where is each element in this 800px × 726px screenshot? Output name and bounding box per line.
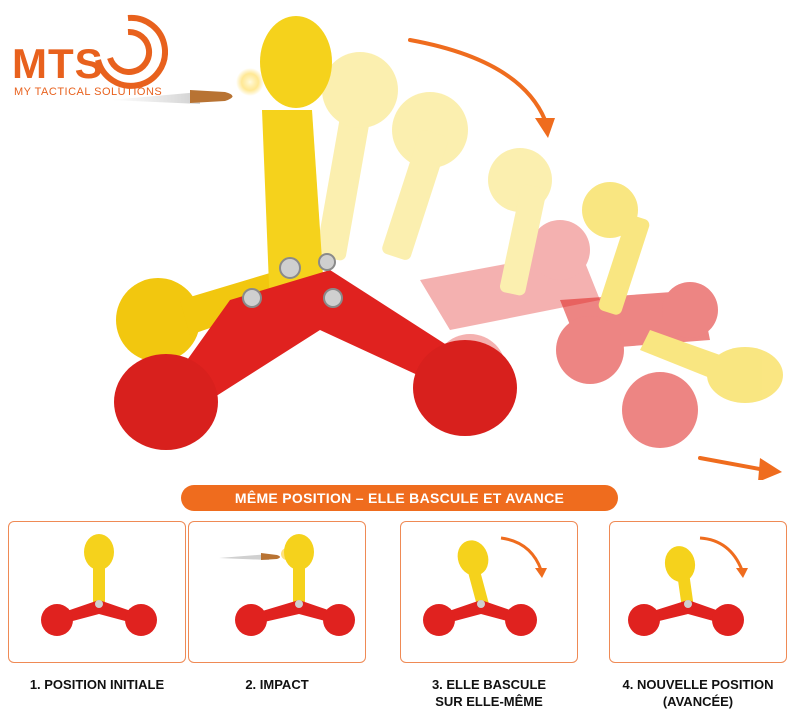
headline-banner: MÊME POSITION – ELLE BASCULE ET AVANCE bbox=[181, 485, 618, 511]
step-label-4-line1: 4. NOUVELLE POSITION bbox=[622, 677, 774, 692]
step-4-target bbox=[628, 536, 748, 636]
step-label-3: 3. ELLE BASCULE SUR ELLE-MÊME bbox=[389, 676, 589, 710]
step-3-target bbox=[423, 536, 547, 636]
curved-arrow-icon bbox=[408, 38, 767, 472]
step-card-2 bbox=[188, 521, 366, 663]
hero-illustration bbox=[110, 16, 783, 480]
ghost-target-3 bbox=[556, 182, 783, 448]
arrow-head-top bbox=[535, 118, 555, 138]
step-label-4: 4. NOUVELLE POSITION (AVANCÉE) bbox=[598, 676, 798, 710]
step-label-4-line2: (AVANCÉE) bbox=[662, 694, 734, 709]
step-label-2-line1: 2. IMPACT bbox=[245, 677, 309, 692]
bullet-icon bbox=[110, 68, 264, 104]
step-label-2: 2. IMPACT bbox=[177, 676, 377, 693]
step-label-3-line2: SUR ELLE-MÊME bbox=[435, 694, 543, 709]
step-label-1: 1. POSITION INITIALE bbox=[0, 676, 197, 693]
logo-tagline: MY TACTICAL SOLUTIONS bbox=[14, 86, 163, 98]
target-icon bbox=[95, 14, 168, 89]
step-card-1 bbox=[8, 521, 186, 663]
step-1-target bbox=[41, 534, 157, 636]
logo-wordmark: MTS bbox=[12, 40, 104, 87]
step-card-3 bbox=[400, 521, 578, 663]
arrow-head-bottom bbox=[758, 458, 782, 480]
step-2-target bbox=[219, 534, 355, 636]
brand-logo: MTS MY TACTICAL SOLUTIONS bbox=[12, 10, 182, 100]
main-target bbox=[114, 16, 517, 450]
step-card-4 bbox=[609, 521, 787, 663]
step-label-1-line1: 1. POSITION INITIALE bbox=[29, 677, 165, 692]
step-label-3-line1: 3. ELLE BASCULE bbox=[431, 677, 547, 692]
ghost-target-1 bbox=[316, 52, 468, 261]
